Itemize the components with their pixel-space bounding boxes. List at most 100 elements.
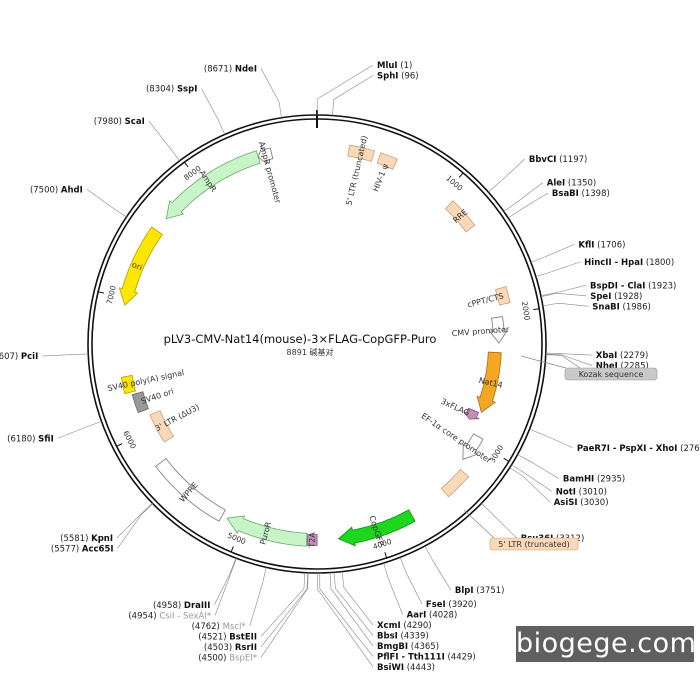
feature-label-5-ltr-truncated: 5' LTR (truncated) <box>345 135 370 207</box>
site-rsrii: (4503) RsrII <box>204 643 257 653</box>
feature-label-sv40-poly-a-signal: SV40 poly(A) signal <box>107 368 185 393</box>
plasmid-size: 8891 碱基对 <box>287 347 334 357</box>
site-leader <box>260 572 309 658</box>
site-leader <box>214 558 237 616</box>
backbone-layer <box>87 110 547 574</box>
site-bspei: (4500) BspEI* <box>198 653 257 663</box>
site-bamhi: BamHI (2935) <box>563 475 625 485</box>
site-bbsi: BbsI (4339) <box>377 631 429 641</box>
ltr-callout-label: 5' LTR (truncated) <box>498 540 569 549</box>
site-leader <box>488 158 526 193</box>
tick-mark <box>458 172 464 178</box>
feature-label-3xflag: 3xFLAG <box>439 397 471 418</box>
tick-mark <box>384 552 388 559</box>
feature-wpre <box>155 457 226 522</box>
site-pcii: (6607) PciI <box>0 352 38 362</box>
site-leader <box>332 75 374 116</box>
feature-sv40-ori <box>131 391 150 414</box>
feature-hiv-1 <box>376 152 398 170</box>
site-leader <box>508 192 549 219</box>
feature-label-sv40-ori: SV40 ori <box>140 387 175 406</box>
site-sfii: (6180) SfiI <box>7 434 54 444</box>
feature-t2a <box>306 533 318 546</box>
tick-mark <box>116 443 123 447</box>
site-leader <box>317 572 374 668</box>
site-leader <box>383 563 403 615</box>
site-leader <box>503 182 543 212</box>
site-leader <box>333 572 374 636</box>
feature-copgfp <box>337 509 416 547</box>
site-leader <box>481 503 517 539</box>
feature-3-ltr-u3 <box>149 410 175 443</box>
tick-label: 7000 <box>105 284 118 305</box>
watermark: biogege.com <box>516 626 696 662</box>
site-msci: (4762) MscI* <box>192 622 246 632</box>
site-leader <box>148 120 180 162</box>
site-leader <box>542 302 589 307</box>
site-leader <box>116 502 153 539</box>
site-xbai: XbaI (2279) <box>596 351 649 361</box>
site-leader <box>214 558 237 606</box>
feature-3xflag <box>463 407 480 420</box>
site-leader <box>535 261 581 277</box>
site-leader <box>540 293 587 297</box>
tick-mark <box>98 291 105 294</box>
site-kpni: (5581) KpnI <box>60 534 113 544</box>
site-asisi: AsiSI (3030) <box>554 498 609 508</box>
feature-ori <box>118 226 163 306</box>
site-bsteii: (4521) BstEII <box>198 632 257 642</box>
site-spei: SpeI (1928) <box>590 292 642 302</box>
tick-label: 2000 <box>520 301 532 321</box>
site-leader <box>530 244 575 263</box>
site-snabi: SnaBI (1986) <box>592 302 651 312</box>
feature-5-ltr-truncated <box>440 468 470 498</box>
site-aari: AarI (4028) <box>407 610 458 620</box>
site-leader <box>201 88 225 135</box>
site-leader <box>540 285 587 297</box>
site-sphi: SphI (96) <box>377 72 419 82</box>
feature-sv40-poly-a-signal <box>120 374 136 395</box>
ltr-callout: 5' LTR (truncated) <box>463 509 579 551</box>
site-acc65i: (5577) Acc65I <box>51 544 114 554</box>
site-xcmi: XcmI (4290) <box>377 621 432 631</box>
site-sspi: (8304) SspI <box>146 85 197 95</box>
site-leader <box>316 64 374 116</box>
site-leader <box>341 571 374 626</box>
site-noti: NotI (3010) <box>556 487 607 497</box>
site-bsabi: BsaBI (1398) <box>552 189 610 199</box>
site-layer: MluI (1)SphI (96)BbvCI (1197)AleI (1350)… <box>0 61 700 673</box>
tick-label: 1000 <box>444 174 465 193</box>
site-leader <box>509 467 550 503</box>
plasmid-name: pLV3-CMV-Nat14(mouse)-3×FLAG-CopGFP-Puro <box>164 332 437 346</box>
site-kfli: KflI (1706) <box>578 240 625 250</box>
site-bsiwi: BsiWI (4443) <box>377 663 435 673</box>
tick-mark <box>230 546 234 553</box>
site-bspdi-clai: BspDI - ClaI (1923) <box>590 281 676 291</box>
site-leader <box>260 572 306 637</box>
tick-mark <box>533 308 540 311</box>
site-mlui: MluI (1) <box>377 61 412 71</box>
site-leader <box>545 352 592 356</box>
site-csii-sexai: (4954) CsiI - SexAI* <box>128 611 211 621</box>
tick-mark <box>184 161 189 168</box>
ltr-box <box>489 537 579 551</box>
site-leader <box>260 572 308 648</box>
site-leader <box>57 421 102 439</box>
site-nhei: NheI (2285) <box>596 362 649 372</box>
site-leader <box>424 545 452 591</box>
feature-ampr-promoter <box>257 145 274 165</box>
feature-cmv-promoter <box>489 316 508 344</box>
feature-cppt-cts <box>494 285 511 306</box>
site-alei: AleI (1350) <box>547 179 596 189</box>
feature-nat14 <box>476 351 502 413</box>
tick-label: 3000 <box>488 443 506 464</box>
feature-ef-1-core-promoter <box>462 433 484 460</box>
feature-5-ltr-truncated <box>347 144 376 162</box>
feature-label-hiv-1: HIV-1 ψ <box>371 163 390 193</box>
tick-mark <box>503 457 510 462</box>
feature-label-cppt-cts: cPPT/CTS <box>466 291 504 309</box>
site-hincii-hpai: HincII - HpaI (1800) <box>584 258 674 268</box>
site-leader <box>399 557 423 605</box>
site-leader <box>319 572 374 657</box>
